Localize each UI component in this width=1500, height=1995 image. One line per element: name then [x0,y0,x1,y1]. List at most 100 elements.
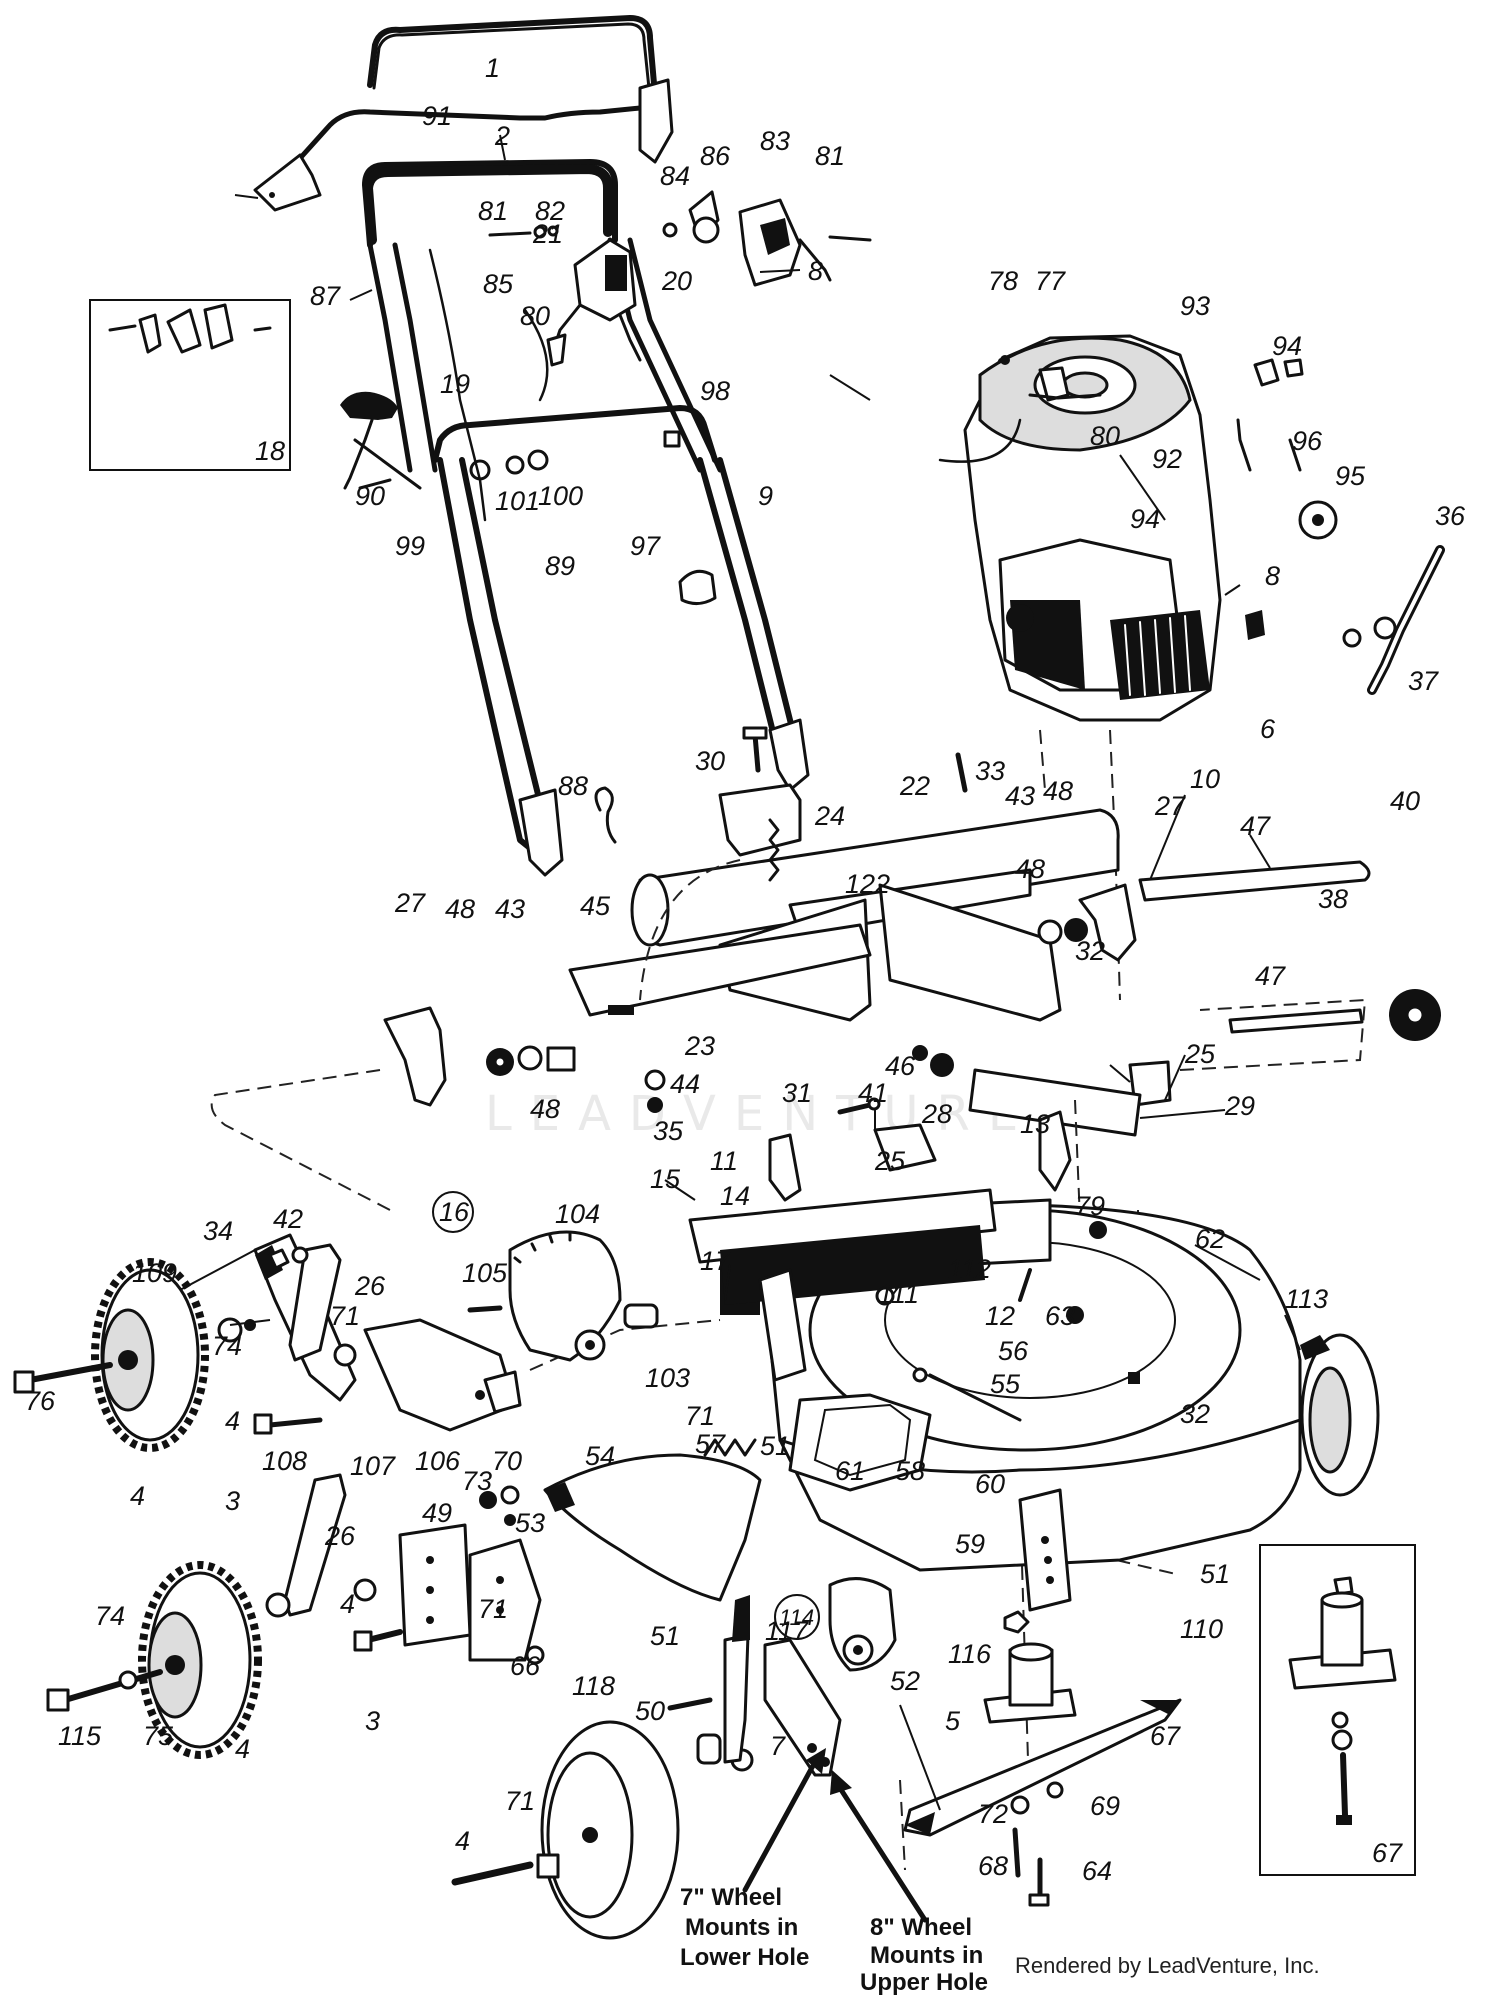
callout-label: 90 [355,481,385,511]
callout-label: 115 [58,1721,102,1751]
callout-label: 14 [720,1181,750,1211]
callout-label: 71 [505,1786,535,1816]
callout-label: 110 [1180,1614,1223,1644]
callout-label: 40 [1390,786,1420,816]
callout-label: 4 [455,1826,470,1856]
callout-label: 7 [770,1731,786,1761]
callout-label: 51 [760,1431,790,1461]
callout-label: 35 [653,1116,684,1146]
callout-label: 32 [1075,936,1105,966]
callout-label: 33 [975,756,1005,786]
callout-label: 44 [670,1069,700,1099]
callout-label: 49 [422,1498,452,1528]
callout-label: 101 [495,486,540,516]
callout-label: 23 [684,1031,715,1061]
callout-label: 62 [1195,1224,1225,1254]
callout-label: 60 [975,1469,1005,1499]
callout-label: 81 [478,196,508,226]
callout-label: 38 [1318,884,1348,914]
callout-label: 30 [695,746,725,776]
callout-label: 47 [1240,811,1271,841]
callout-label: 66 [510,1651,541,1681]
rear-adjuster [253,1230,659,1617]
note-8-inch-line3: Upper Hole [860,1969,988,1995]
callout-label: 43 [1005,781,1035,811]
callout-label: 25 [874,1146,906,1176]
circled-callout-16: 16 [439,1197,470,1227]
callout-label: 48 [1043,776,1073,806]
callout-labels: 1 91 2 81 82 84 86 83 81 21 85 20 8 87 8… [25,53,1466,1886]
callout-label: 8 [1265,561,1280,591]
spark-plug [1245,610,1265,640]
callout-label: 37 [1408,666,1439,696]
callout-label: 92 [1152,444,1182,474]
note-8-inch-line2: Mounts in [870,1942,983,1969]
credit-text: Rendered by LeadVenture, Inc. [1015,1953,1320,1978]
blade-assembly [903,1610,1182,1907]
callout-label: 42 [273,1204,303,1234]
callout-label: 93 [1180,291,1210,321]
callout-label: 25 [1184,1039,1216,1069]
callout-label: 26 [324,1521,356,1551]
rear-wheel-upper [13,1258,256,1452]
callout-label: 67 [1150,1721,1181,1751]
callout-label: 24 [814,801,845,831]
inset-67-label: 67 [1372,1838,1403,1868]
rear-wheel-lower [46,1561,291,1759]
engine [938,334,1222,1001]
callout-label: 63 [1045,1301,1075,1331]
callout-label: 4 [225,1406,240,1436]
callout-label: 3 [365,1706,380,1736]
callout-label: 55 [990,1369,1021,1399]
callout-label: 73 [462,1466,492,1496]
callout-label: 51 [650,1621,680,1651]
handle-assembly [253,15,872,877]
callout-label: 41 [858,1078,888,1108]
callout-label: 80 [1090,421,1120,451]
callout-label: 15 [650,1164,681,1194]
callout-label: 22 [899,771,930,801]
callout-label: 98 [700,376,730,406]
callout-label: 87 [310,281,341,311]
callout-label: 28 [921,1099,952,1129]
callout-label: 100 [538,481,583,511]
inset-18-label: 18 [255,436,285,466]
callout-label: 85 [483,269,514,299]
callout-label: 82 [535,196,565,226]
callout-label: 70 [492,1446,522,1476]
callout-label: 56 [998,1336,1029,1366]
callout-label: 45 [580,891,611,921]
circled-callout-114: 114 [779,1605,814,1630]
callout-label: 5 [945,1706,961,1736]
callout-label: 48 [445,894,475,924]
callout-label: 79 [1075,1191,1105,1221]
callout-label: 3 [225,1486,240,1516]
callout-label: 4 [340,1589,355,1619]
callout-label: 4 [235,1734,250,1764]
callout-label: 111 [878,1279,919,1309]
callout-label: 94 [1130,504,1160,534]
callout-label: 26 [354,1271,386,1301]
callout-label: 47 [1255,961,1286,991]
callout-label: 75 [143,1721,174,1751]
callout-label: 95 [1335,461,1366,491]
leader-lines [179,134,1301,1811]
callout-label: 81 [815,141,845,171]
callout-label: 64 [1082,1856,1112,1886]
callout-label: 74 [95,1601,125,1631]
callout-label: 113 [1285,1284,1328,1314]
callout-label: 69 [1090,1791,1120,1821]
callout-label: 86 [700,141,731,171]
callout-label: 58 [895,1456,925,1486]
note-8-inch-line1: 8" Wheel [870,1914,972,1941]
callout-label: 32 [1180,1399,1210,1429]
callout-label: 48 [1015,854,1045,884]
callout-label: 84 [660,161,690,191]
callout-label: 89 [545,551,575,581]
note-7-inch-line3: Lower Hole [680,1944,809,1971]
callout-label: 48 [530,1094,560,1124]
mower-deck [688,1188,1380,1612]
callout-label: 74 [212,1331,242,1361]
callout-label: 29 [1224,1091,1255,1121]
